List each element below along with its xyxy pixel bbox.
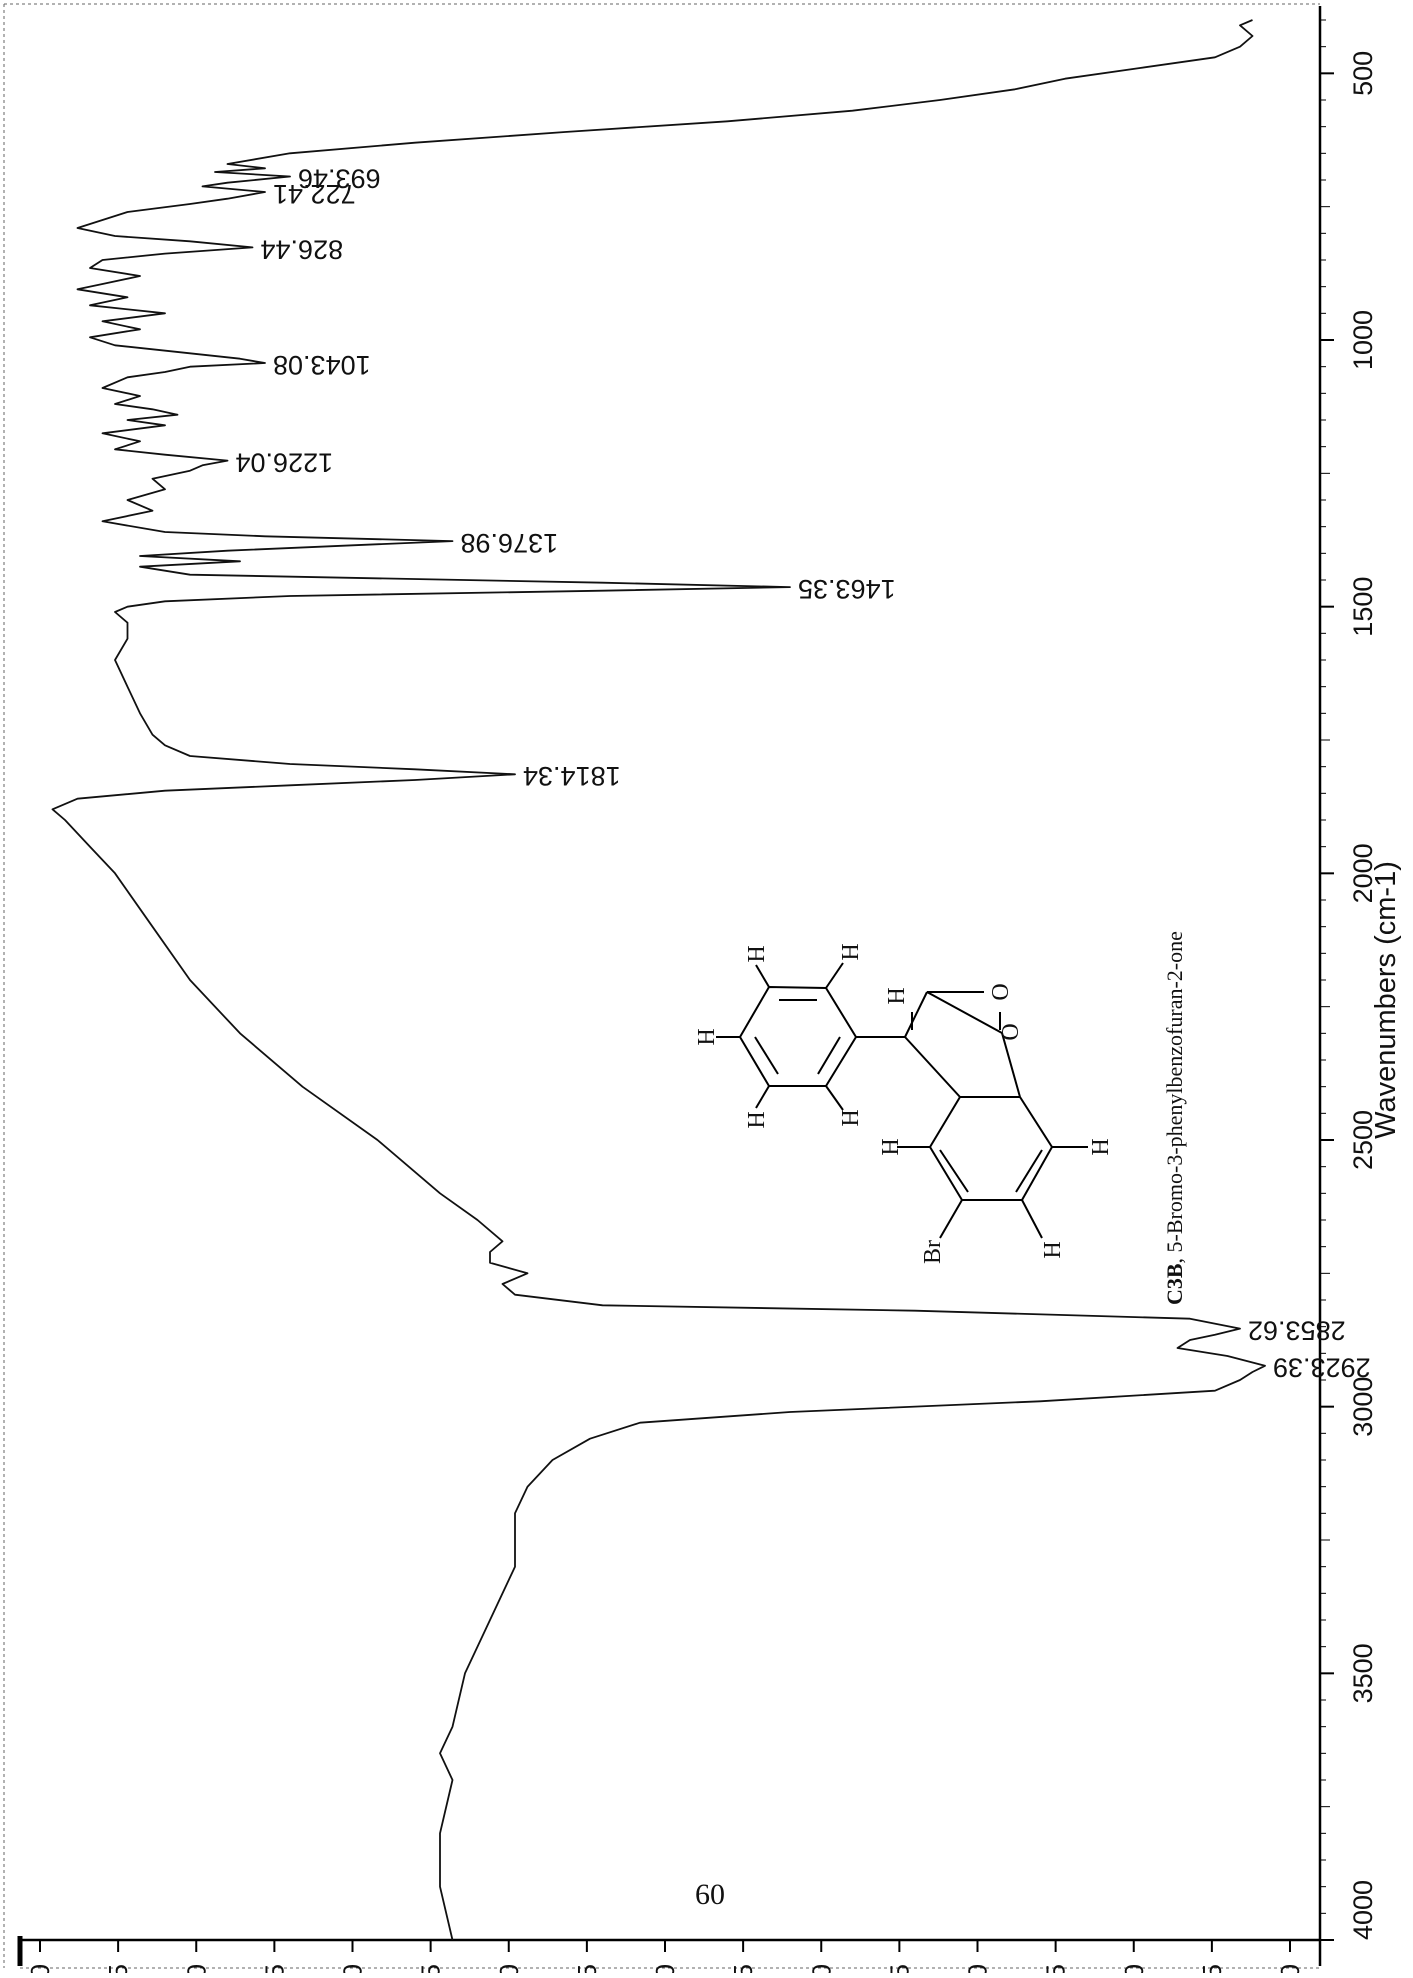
- atom-h-meta-top: H: [744, 945, 770, 962]
- chemical-structure: H H H H H H H H H O O Br: [694, 943, 1114, 1264]
- x-tick-label: 1500: [1348, 577, 1378, 637]
- peak-label: 722.41: [273, 179, 356, 209]
- compound-caption: C3B, 5-Bromo-3-phenylbenzofuran-2-one: [1162, 931, 1187, 1305]
- y-tick-label: 0: [494, 1964, 524, 1973]
- x-tick-label: 2500: [1348, 1110, 1378, 1170]
- peak-label: 1043.08: [273, 350, 371, 380]
- atom-h-ortho-top: H: [838, 943, 864, 960]
- x-axis-title: Wavenumbers (cm-1): [1370, 861, 1402, 1139]
- atom-o-ring: O: [998, 1023, 1024, 1040]
- x-axis-ticks: 500 1000 1500 2000 2500 3000 3500 4000: [1320, 19, 1378, 1941]
- peak-label: 1463.35: [798, 574, 896, 604]
- x-tick-label: 4000: [1348, 1880, 1378, 1940]
- y-tick-label: 5: [103, 1964, 133, 1973]
- x-tick-label: 1000: [1348, 310, 1378, 370]
- peak-label: 1376.98: [461, 528, 559, 558]
- x-tick-label: 3500: [1348, 1643, 1378, 1703]
- x-tick-label: 2000: [1348, 843, 1378, 903]
- spectrum-line: [51, 19, 1266, 1941]
- y-tick-label: 0: [181, 1964, 211, 1973]
- y-tick-label: 0: [963, 1964, 993, 1973]
- atom-h-para: H: [694, 1028, 720, 1045]
- y-tick-label: 5: [728, 1964, 758, 1973]
- y-tick-label: 0: [650, 1964, 680, 1973]
- compound-name: , 5-Bromo-3-phenylbenzofuran-2-one: [1162, 931, 1187, 1263]
- peak-label: 2853.62: [1248, 1315, 1346, 1345]
- y-tick-label: 0: [338, 1964, 368, 1973]
- y-tick-label: 5: [572, 1964, 602, 1973]
- y-tick-label: 5: [416, 1964, 446, 1973]
- phenyl-ring: [716, 962, 905, 1111]
- atom-h-meta-bottom: H: [744, 1111, 770, 1128]
- benzofuranone-core: [897, 991, 1088, 1239]
- compound-code: C3B: [1162, 1263, 1187, 1305]
- y-tick-label: 0: [1275, 1964, 1305, 1973]
- atom-h-c4: H: [878, 1138, 904, 1155]
- atom-h-c6: H: [1040, 1241, 1066, 1258]
- atom-h-c7: H: [1088, 1138, 1114, 1155]
- x-tick-label: 500: [1348, 51, 1378, 96]
- y-tick-label: 5: [884, 1964, 914, 1973]
- y-tick-label: 0: [25, 1964, 55, 1973]
- page-number: 60: [695, 1878, 725, 1911]
- y-tick-label: 0: [806, 1964, 836, 1973]
- atom-br: Br: [920, 1240, 946, 1264]
- peak-label: 2923.39: [1273, 1353, 1371, 1383]
- x-tick-label: 3000: [1348, 1377, 1378, 1437]
- y-tick-label: 5: [1197, 1964, 1227, 1973]
- y-tick-label: 0: [1119, 1964, 1149, 1973]
- peak-label: 693.46: [298, 163, 381, 193]
- peak-label: 1226.04: [236, 447, 334, 477]
- y-tick-label: 5: [1041, 1964, 1071, 1973]
- atom-h-ortho-bottom: H: [838, 1109, 864, 1126]
- y-tick-label: 5: [259, 1964, 289, 1973]
- peak-label: 826.44: [261, 234, 344, 264]
- peak-label: 1814.34: [523, 761, 621, 791]
- atom-o-carbonyl: O: [988, 983, 1014, 1000]
- atom-h-c3: H: [884, 987, 910, 1004]
